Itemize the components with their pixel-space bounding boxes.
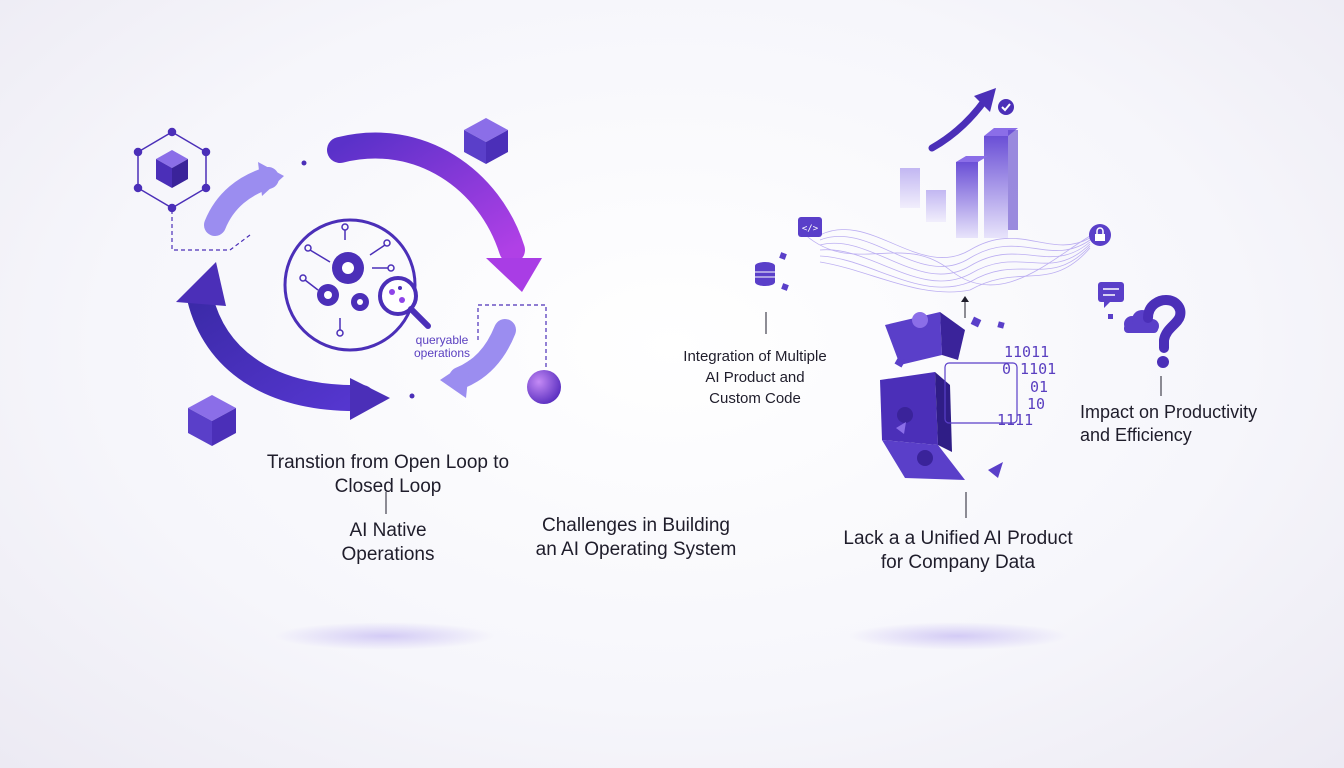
fragment bbox=[997, 321, 1005, 329]
bar-chart-icon bbox=[900, 128, 1018, 238]
wave-lines bbox=[799, 229, 1091, 293]
check-badge-icon bbox=[998, 99, 1014, 115]
cube-icon bbox=[156, 150, 188, 188]
code-icon: </> bbox=[798, 217, 822, 237]
challenges-label: Challenges in Building an AI Operating S… bbox=[535, 515, 737, 561]
question-mark-icon bbox=[1143, 294, 1186, 368]
circuit-lines bbox=[299, 223, 395, 337]
fragment bbox=[894, 356, 906, 368]
dot bbox=[1108, 314, 1113, 319]
svg-text:</>: </> bbox=[802, 224, 819, 234]
hexagon-network-icon bbox=[133, 127, 211, 213]
empty-slot bbox=[944, 362, 1018, 424]
queryable-operations-label: queryable operations bbox=[413, 333, 471, 361]
binary-text: 1111 bbox=[997, 411, 1034, 429]
binary-text: 0 1101 bbox=[1002, 360, 1057, 378]
database-icon bbox=[755, 262, 775, 286]
floor-shadow bbox=[848, 622, 1068, 650]
dot bbox=[409, 393, 415, 399]
dot bbox=[301, 160, 307, 166]
dot bbox=[781, 283, 789, 291]
loop-arrowhead-left bbox=[176, 262, 226, 306]
magnifier-icon bbox=[378, 276, 431, 329]
trend-arrow-icon bbox=[928, 88, 996, 152]
puzzle-icon bbox=[880, 312, 965, 480]
gears-circle bbox=[283, 218, 417, 352]
cube-icon bbox=[464, 118, 508, 164]
dot bbox=[779, 252, 787, 260]
fragment bbox=[970, 316, 982, 328]
ai-native-operations-label: AI Native Operations bbox=[341, 520, 435, 566]
loop-arrow-small-top bbox=[204, 167, 279, 236]
loop-arrow-top bbox=[327, 132, 525, 263]
integration-label: Integration of Multiple AI Product and C… bbox=[683, 348, 827, 407]
loop-arrowhead-top bbox=[486, 258, 542, 292]
impact-label: Impact on Productivity and Efficiency bbox=[1080, 402, 1258, 446]
gears-icon bbox=[317, 252, 369, 311]
fragment bbox=[988, 462, 1003, 478]
binary-text: 11011 bbox=[1004, 343, 1050, 361]
arrow-up-tick bbox=[961, 296, 969, 302]
loop-arrowhead-small-bottom bbox=[440, 360, 470, 398]
sphere-icon bbox=[527, 370, 561, 404]
chat-bubble-icon bbox=[1098, 282, 1124, 308]
cloud-icon bbox=[1124, 310, 1159, 333]
dashed-connector bbox=[477, 304, 547, 370]
floor-shadow bbox=[275, 622, 495, 650]
lack-unified-label: Lack a a Unified AI Product for Company … bbox=[843, 528, 1073, 574]
loop-arrowhead-bottom bbox=[350, 378, 390, 420]
cube-icon bbox=[188, 395, 236, 446]
loop-arrowhead-small-top bbox=[258, 162, 284, 196]
binary-text: 01 bbox=[1030, 378, 1049, 396]
loop-arrow-left bbox=[187, 285, 375, 412]
fragment bbox=[896, 422, 906, 434]
transition-label: Transtion from Open Loop to Closed Loop bbox=[266, 452, 510, 498]
binary-text: 10 bbox=[1027, 395, 1046, 413]
lock-icon bbox=[1089, 224, 1111, 246]
